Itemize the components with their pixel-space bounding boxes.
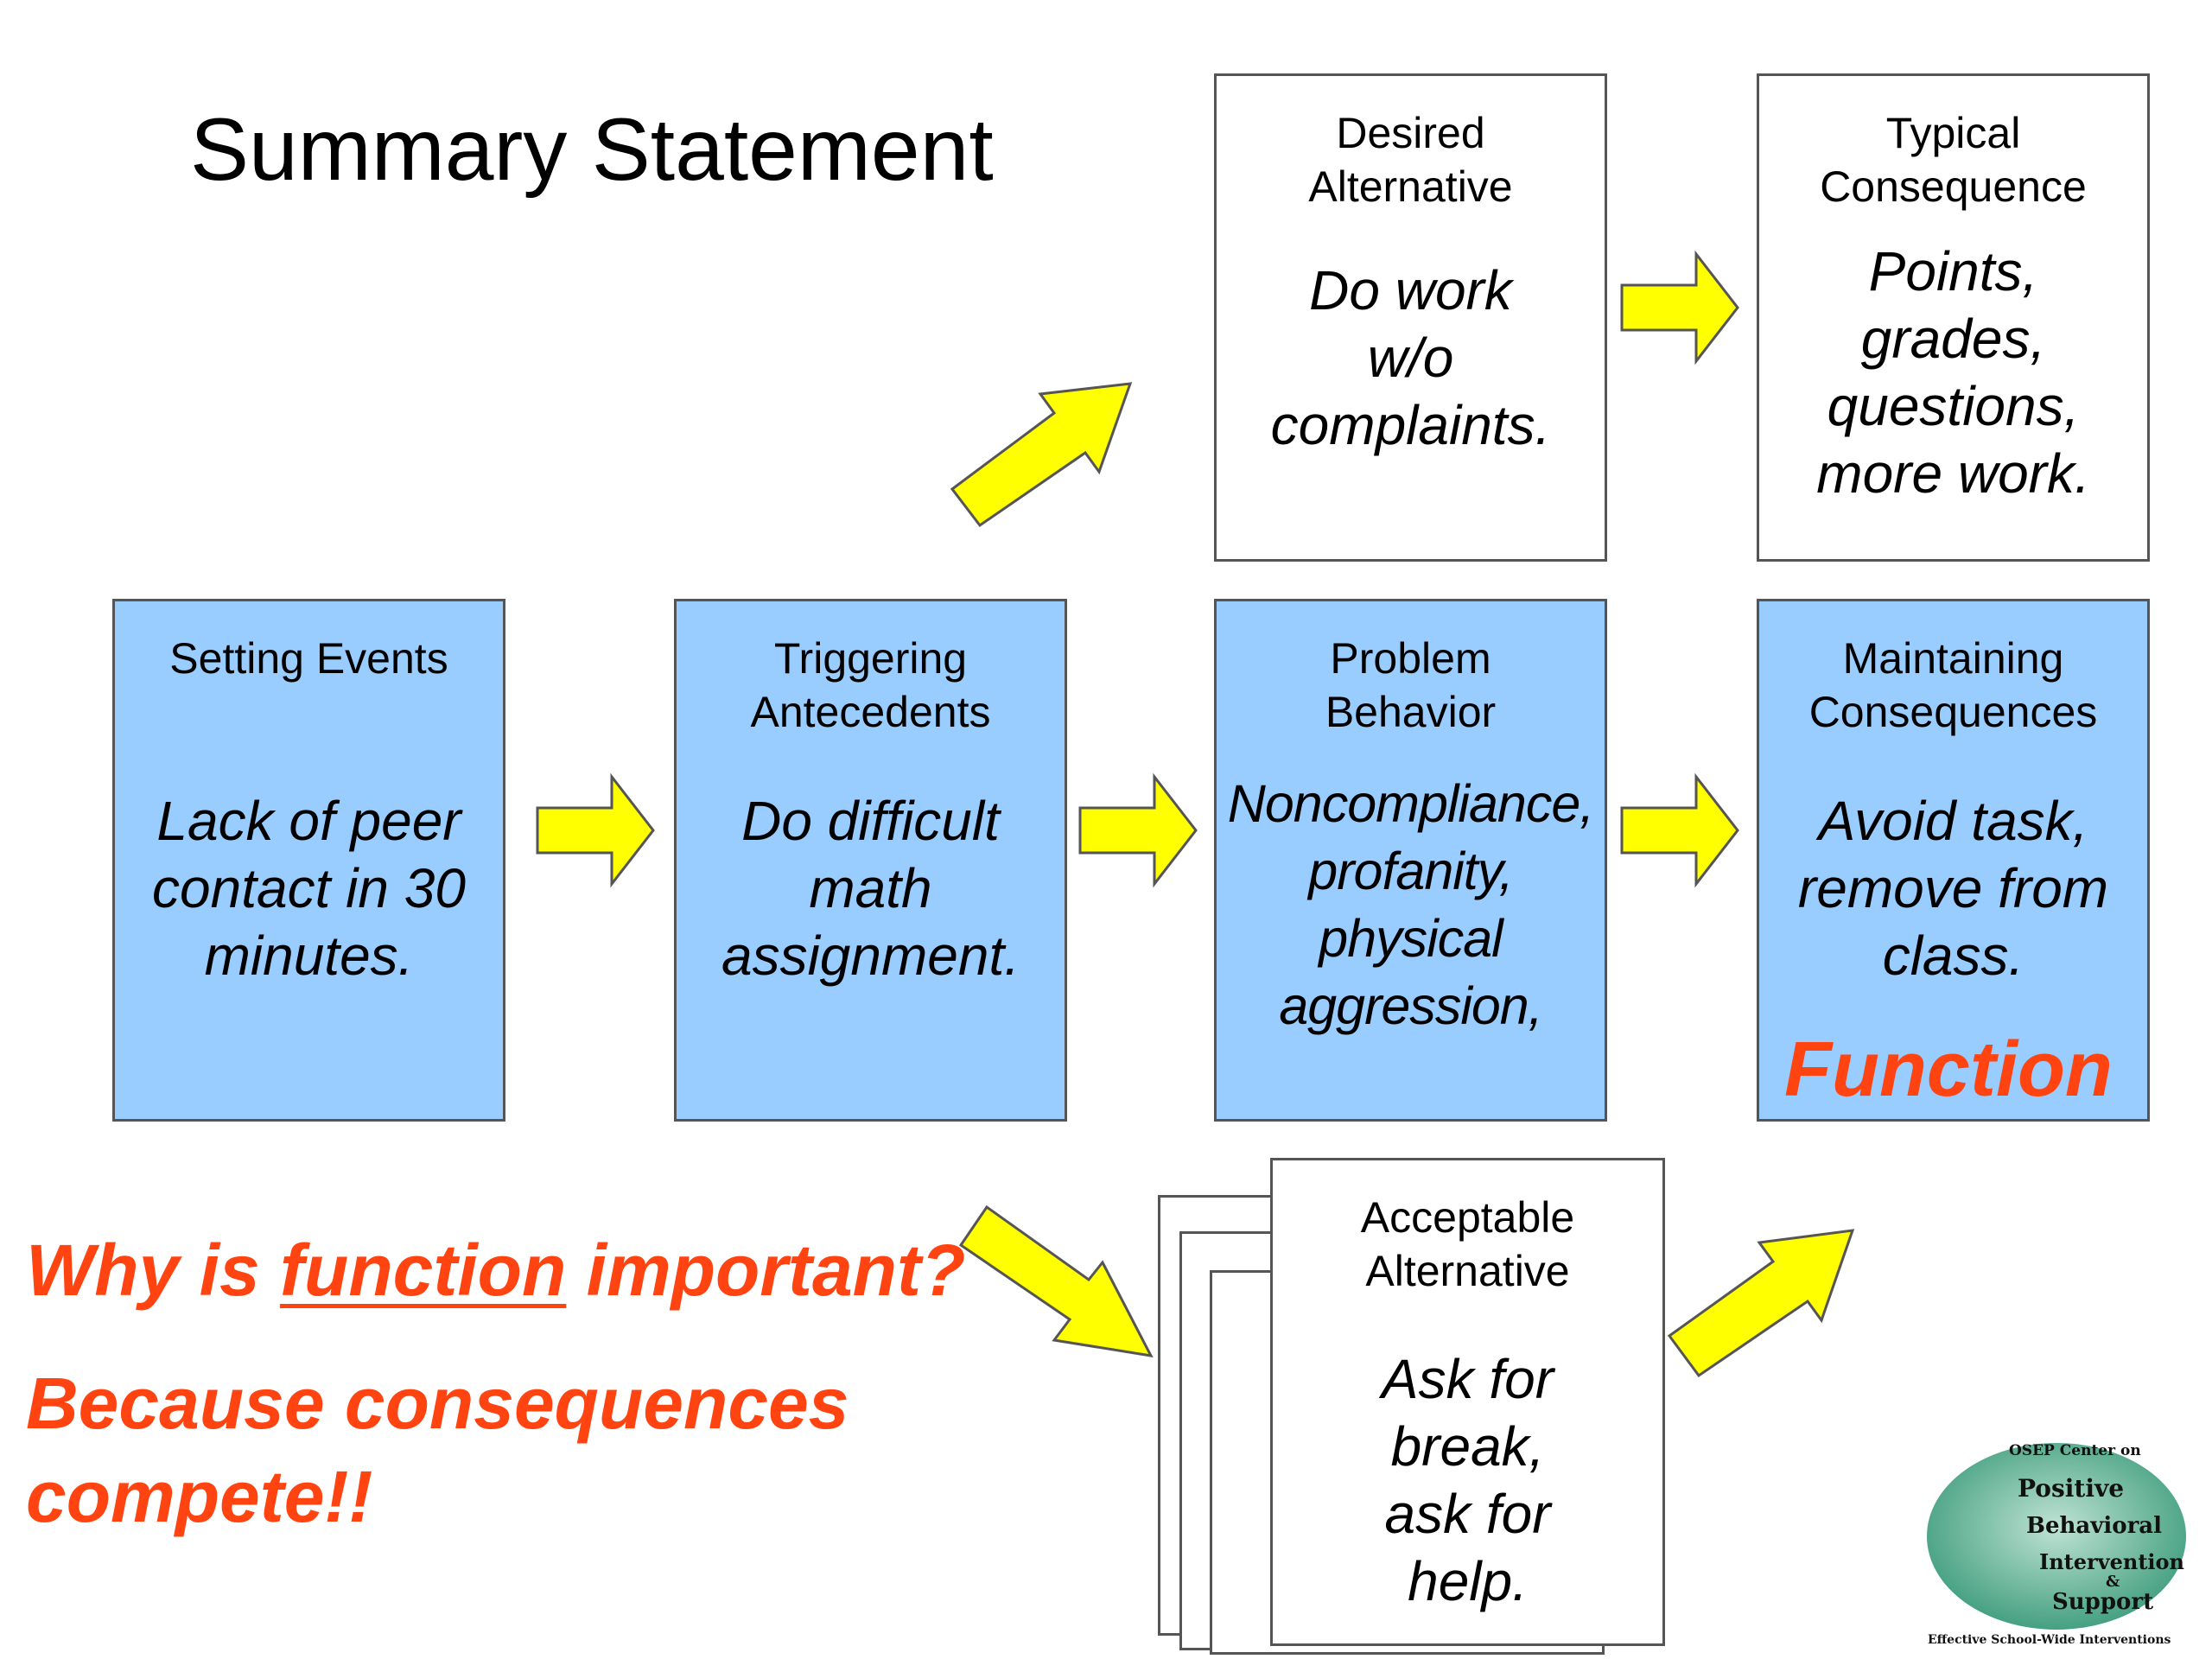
problem-behavior-text: Noncompliance, profanity, physical aggre… bbox=[1227, 774, 1594, 1035]
desired-alternative-text: Do work w/o complaints. bbox=[1270, 259, 1551, 456]
arrow-right-shape bbox=[1620, 250, 1739, 365]
logo-top-text: OSEP Center on bbox=[2009, 1442, 2141, 1459]
pbis-logo: OSEP Center on Positive Behavioral Inter… bbox=[1927, 1442, 2186, 1647]
arrow-diagonal-down-shape bbox=[958, 1205, 1154, 1357]
logo-ellipse bbox=[1927, 1443, 2186, 1630]
triggering-antecedents-text: Do difficult math assignment. bbox=[721, 790, 1020, 987]
logo-line-support: Support bbox=[2052, 1589, 2153, 1615]
maintaining-consequences-header: Maintaining Consequences bbox=[1808, 634, 2098, 736]
arrow-triggering-to-problem bbox=[1078, 772, 1198, 888]
arrow-diagonal-up-shape bbox=[1667, 1229, 1855, 1378]
arrow-to-desired-alternative bbox=[950, 382, 1133, 528]
typical-consequence-box: Typical Consequence Points, grades, ques… bbox=[1757, 73, 2150, 562]
question-text-before: Why is bbox=[26, 1230, 281, 1311]
arrow-right-shape bbox=[1078, 772, 1198, 888]
arrow-problem-to-maintaining bbox=[1620, 772, 1739, 888]
arrow-to-acceptable-alternative bbox=[958, 1205, 1154, 1357]
problem-behavior-box: Problem Behavior Noncompliance, profanit… bbox=[1214, 599, 1607, 1122]
acceptable-alternative-text: Ask for break, ask for help. bbox=[1381, 1348, 1554, 1612]
setting-events-header: Setting Events bbox=[169, 634, 448, 683]
logo-line-ampersand: & bbox=[2106, 1573, 2120, 1591]
setting-events-box: Setting Events Lack of peer contact in 3… bbox=[112, 599, 505, 1122]
triggering-antecedents-box: Triggering Antecedents Do difficult math… bbox=[674, 599, 1067, 1122]
arrow-right-shape bbox=[536, 772, 655, 888]
function-label: Function bbox=[1784, 1027, 2113, 1113]
typical-consequence-text: Points, grades, questions, more work. bbox=[1816, 240, 2090, 505]
arrow-right-shape bbox=[1620, 772, 1739, 888]
question-underlined-word: function bbox=[280, 1230, 567, 1311]
desired-alternative-header: Desired Alternative bbox=[1308, 109, 1513, 211]
triggering-antecedents-header: Triggering Antecedents bbox=[750, 634, 991, 736]
desired-alternative-box: Desired Alternative Do work w/o complain… bbox=[1214, 73, 1607, 562]
maintaining-consequences-box: Maintaining Consequences Avoid task, rem… bbox=[1757, 599, 2150, 1122]
typical-consequence-header: Typical Consequence bbox=[1820, 109, 2087, 211]
logo-line-behavioral: Behavioral bbox=[2026, 1513, 2162, 1539]
problem-behavior-header: Problem Behavior bbox=[1325, 634, 1497, 736]
acceptable-alternative-header: Acceptable Alternative bbox=[1360, 1193, 1575, 1295]
page-title: Summary Statement bbox=[190, 100, 994, 199]
function-question: Why is function important? bbox=[26, 1227, 965, 1313]
acceptable-alternative-box: Acceptable Alternative Ask for break, as… bbox=[1270, 1158, 1665, 1646]
function-answer: Because consequences compete!! bbox=[26, 1363, 849, 1537]
logo-bottom-text: Effective School-Wide Interventions bbox=[1928, 1633, 2171, 1647]
setting-events-text: Lack of peer contact in 30 minutes. bbox=[152, 790, 466, 987]
arrow-setting-to-triggering bbox=[536, 772, 655, 888]
arrow-desired-to-typical bbox=[1620, 250, 1739, 365]
arrow-acceptable-to-maintaining bbox=[1667, 1229, 1855, 1378]
logo-line-positive: Positive bbox=[2018, 1474, 2124, 1503]
question-text-after: important? bbox=[566, 1230, 966, 1311]
arrow-diagonal-up-shape bbox=[950, 382, 1133, 528]
maintaining-consequences-text: Avoid task, remove from class. bbox=[1797, 790, 2109, 987]
logo-line-intervention: Intervention bbox=[2039, 1549, 2184, 1574]
